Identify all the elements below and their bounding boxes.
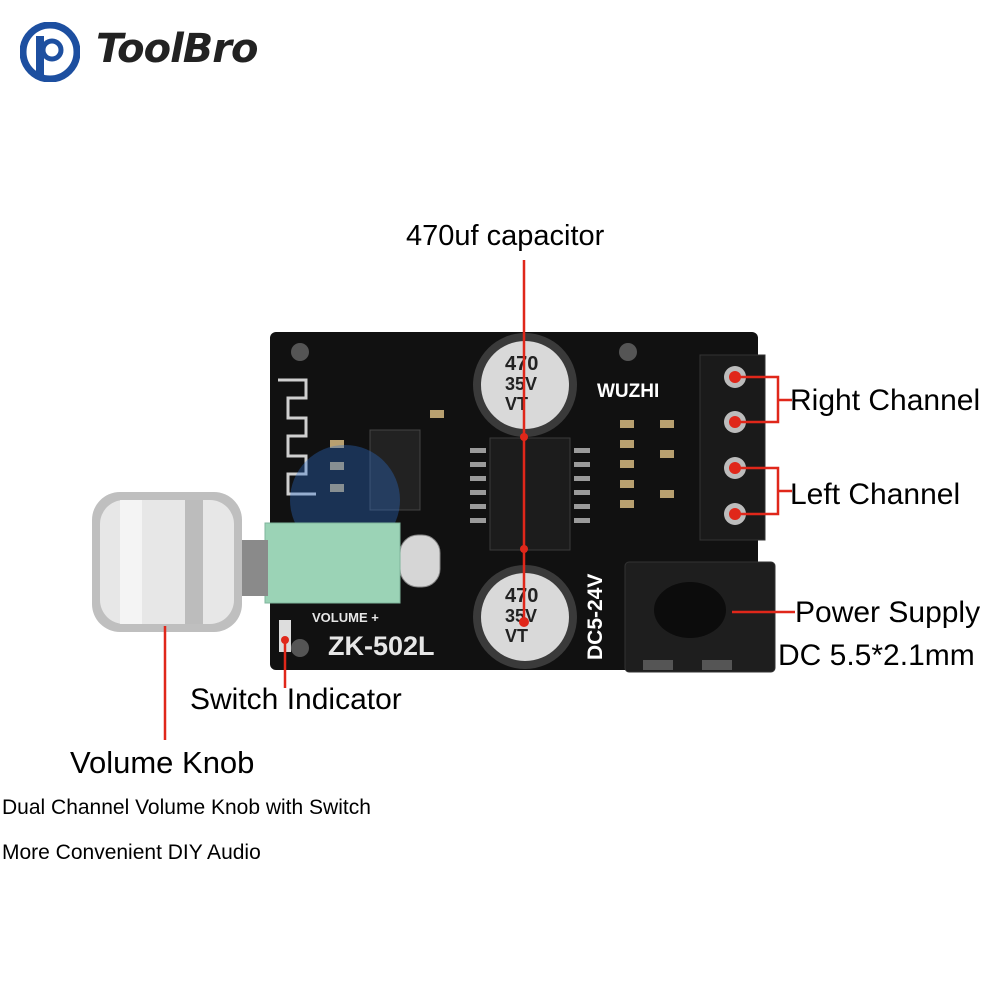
dc-size-label: DC 5.5*2.1mm — [778, 639, 975, 672]
cap-top-series: VT — [505, 394, 528, 414]
power-supply-label: Power Supply — [795, 596, 981, 629]
switch-indicator-label: Switch Indicator — [190, 683, 402, 716]
brand-name: ToolBro — [96, 26, 258, 72]
dc-power-jack — [624, 561, 776, 673]
volume-knob-label: Volume Knob — [70, 745, 255, 780]
cap-bottom-value: 470 — [505, 585, 538, 607]
volume-marking: VOLUME + — [312, 610, 379, 625]
capacitor-label: 470uf capacitor — [406, 220, 605, 252]
board-maker: WUZHI — [597, 381, 659, 402]
board-voltage: DC5-24V — [584, 574, 607, 660]
potentiometer-body — [264, 522, 401, 604]
cap-top-voltage: 35V — [505, 374, 537, 394]
amplifier-chip — [489, 437, 571, 551]
leader-dots — [281, 371, 741, 644]
cap-top-value: 470 — [505, 353, 538, 375]
leader-lines — [163, 260, 795, 740]
toolbro-logo-icon — [20, 22, 80, 82]
feature-line-2: More Convenient DIY Audio — [2, 841, 261, 864]
cap-bottom-series: VT — [505, 626, 528, 646]
volume-knob-image — [92, 492, 242, 632]
feature-line-1: Dual Channel Volume Knob with Switch — [2, 796, 371, 819]
left-channel-label: Left Channel — [790, 478, 961, 511]
cap-bottom-voltage: 35V — [505, 606, 537, 626]
right-channel-label: Right Channel — [790, 384, 981, 417]
board-model: ZK-502L — [328, 631, 435, 661]
